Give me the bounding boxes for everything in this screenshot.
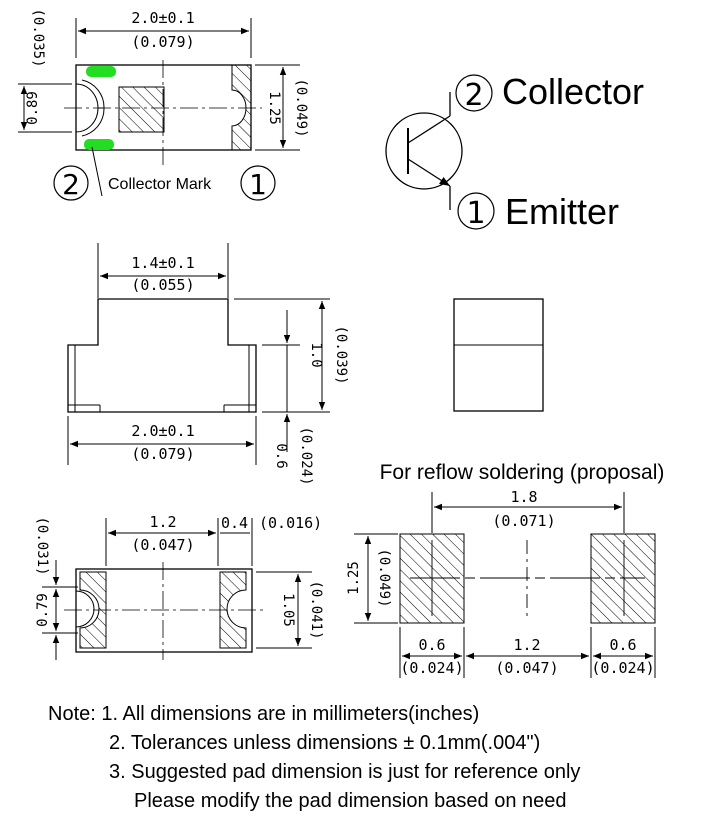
collector-label: Collector (502, 71, 644, 112)
bottom-left-pad (79, 571, 107, 649)
side-bottom-dim-in: (0.079) (131, 445, 194, 463)
side-view: 1.4±0.1 (0.055) 2.0±0.1 (0.079) 1.0 (0.0… (67, 243, 544, 486)
bottom-gap-dim: 1.2 (149, 513, 176, 531)
top-width-dim: 2.0±0.1 (131, 9, 194, 27)
top-height-dim-in: (0.049) (293, 78, 309, 137)
reflow-pad-left-dim-in: (0.024) (400, 659, 463, 677)
notes: Note: 1. All dimensions are in millimete… (48, 700, 580, 816)
top-pin2-label: 2 (62, 168, 80, 201)
top-mark-dim: 0.89 (25, 91, 41, 125)
top-pin1-label: 1 (249, 168, 267, 201)
emitter-label: Emitter (505, 191, 619, 232)
top-width-dim-in: (0.079) (131, 33, 194, 51)
reflow-gap-dim: 1.2 (513, 636, 540, 654)
collector-mark-bottom (84, 139, 114, 150)
reflow-gap-dim-in: (0.047) (495, 659, 558, 677)
bottom-view: 1.2 (0.047) 0.4 (0.016) 0.79 (0.031) 1.0… (34, 513, 324, 660)
side-base-dim-in: (0.024) (298, 426, 314, 485)
top-right-electrode (231, 64, 252, 151)
reflow-pad-left-dim: 0.6 (418, 636, 445, 654)
bottom-left-dim-in: (0.031) (34, 516, 50, 575)
note-line-3: 3. Suggested pad dimension is just for r… (109, 761, 581, 783)
top-die (118, 86, 165, 133)
reflow-title: For reflow soldering (proposal) (380, 461, 665, 484)
top-height-dim: 1.25 (266, 91, 282, 125)
symbol-pin1-number: 1 (466, 196, 485, 231)
side-top-dim-in: (0.055) (131, 276, 194, 294)
bottom-right-pad (219, 571, 247, 649)
reflow-span-dim: 1.8 (510, 488, 537, 506)
symbol-pin2-number: 2 (464, 78, 483, 113)
side-height-dim-in: (0.039) (333, 325, 349, 384)
reflow-pad-right-dim: 0.6 (609, 636, 636, 654)
top-view: 2.0±0.1 (0.079) 0.89 (0.035) 1.25 (0.049… (18, 8, 309, 201)
collector-mark-label: Collector Mark (108, 176, 212, 193)
bottom-right-dim-in: (0.041) (308, 580, 324, 639)
bottom-gap-dim-in: (0.047) (131, 536, 194, 554)
side-body (67, 298, 257, 413)
side-height-dim: 1.0 (308, 342, 324, 367)
side-top-dim: 1.4±0.1 (131, 254, 194, 272)
note-line-1: Note: 1. All dimensions are in millimete… (48, 703, 480, 725)
reflow-pads: For reflow soldering (proposal) 1.8 (0.0… (346, 461, 664, 678)
bottom-left-dim: 0.79 (35, 593, 51, 627)
note-line-2: 2. Tolerances unless dimensions ± 0.1mm(… (109, 732, 541, 754)
bottom-pad-dim: 0.4 (221, 514, 248, 532)
bottom-right-dim: 1.05 (280, 593, 296, 627)
reflow-right-pad (590, 533, 656, 624)
end-view-body (453, 298, 544, 412)
collector-mark-top (86, 66, 116, 77)
reflow-span-dim-in: (0.071) (492, 512, 555, 530)
note-line-4: Please modify the pad dimension based on… (134, 790, 567, 812)
reflow-height-dim-in: (0.049) (376, 548, 392, 607)
reflow-height-dim: 1.25 (346, 561, 362, 595)
transistor-symbol: 2 Collector 1 Emitter (385, 71, 644, 232)
side-base-dim: 0.6 (273, 443, 289, 468)
side-bottom-dim: 2.0±0.1 (131, 422, 194, 440)
bottom-body (75, 568, 253, 653)
reflow-pad-right-dim-in: (0.024) (591, 659, 654, 677)
bottom-pad-dim-in: (0.016) (259, 514, 322, 532)
top-mark-dim-in: (0.035) (30, 8, 46, 67)
